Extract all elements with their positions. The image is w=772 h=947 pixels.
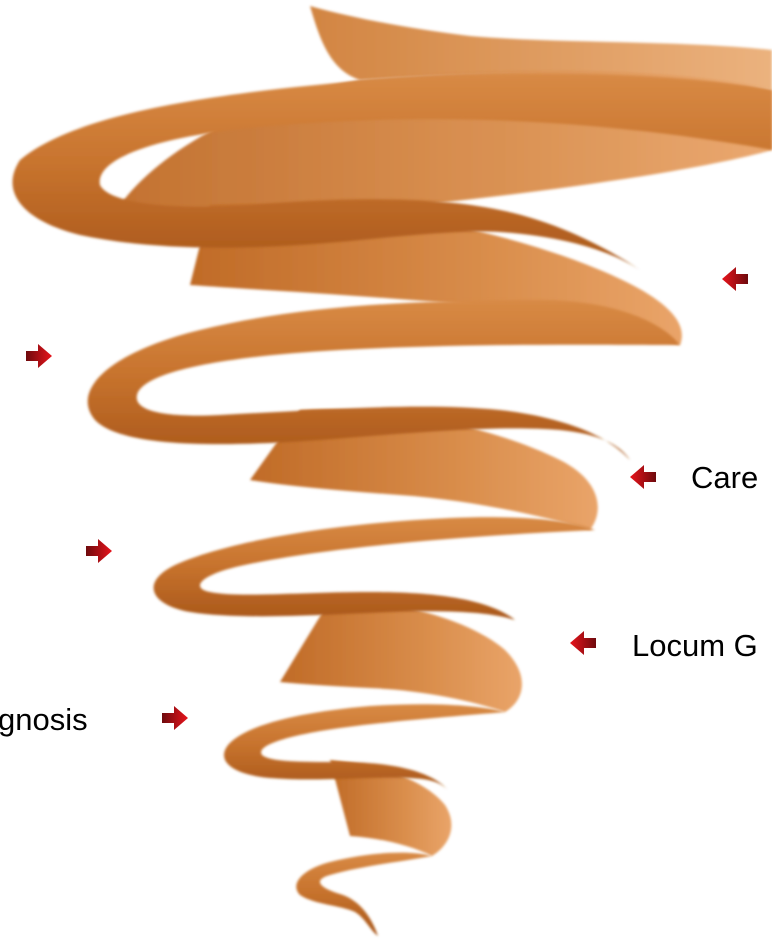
label-locum: Locum G (632, 630, 758, 661)
arrow-right-icon (24, 343, 54, 369)
spiral-front-3 (154, 517, 595, 620)
arrow-left-icon (568, 630, 598, 656)
arrow-right-icon (160, 705, 190, 731)
arrow-right-icon (84, 538, 114, 564)
spiral-front-5 (296, 853, 432, 936)
arrow-left-icon (720, 266, 750, 292)
label-care: Care (691, 462, 758, 493)
label-diagnosis: gnosis (0, 704, 88, 735)
spiral-front-4 (224, 704, 505, 790)
spiral-back-4 (280, 600, 522, 712)
arrow-left-icon (628, 464, 658, 490)
